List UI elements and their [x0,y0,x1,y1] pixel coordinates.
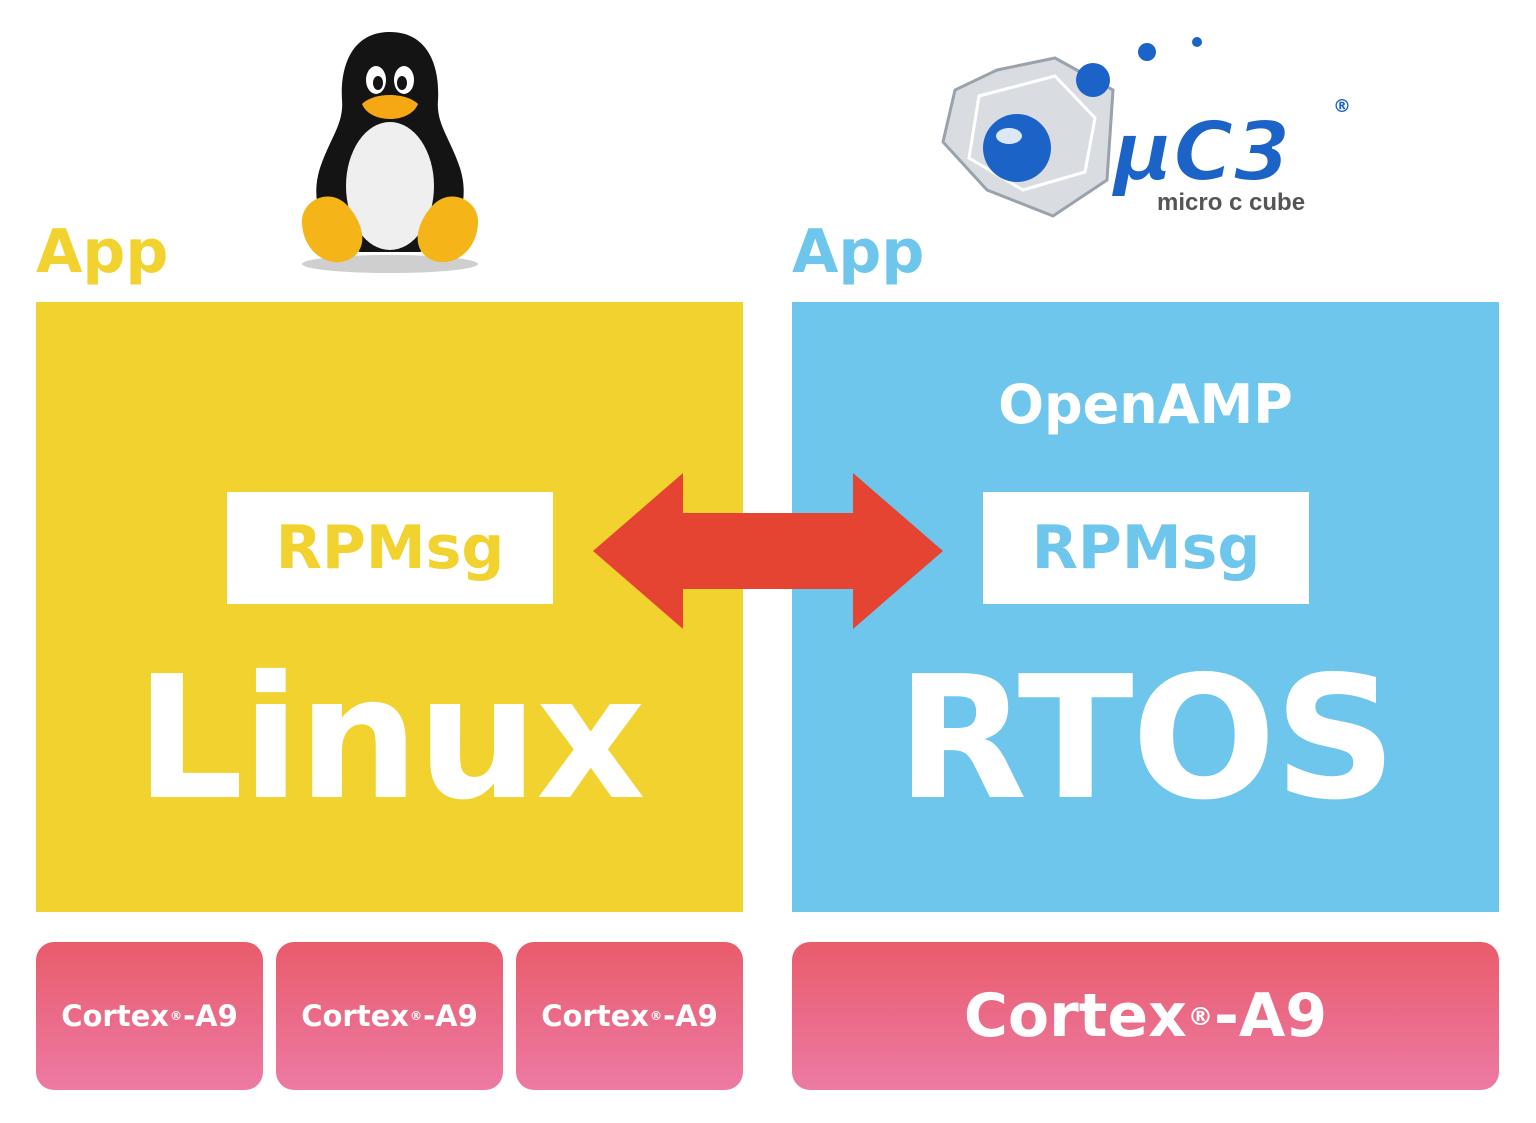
rtos-panel [792,302,1499,912]
rtos-rpmsg-label: RPMsg [1031,513,1261,583]
linux-os-label: Linux [135,640,645,838]
uc3-bubble [1192,37,1202,47]
core-suffix: -A9 [663,999,718,1033]
registered-mark: ® [409,1009,423,1023]
core-name: Cortex [301,999,409,1033]
tux-foot-left [301,196,363,263]
uc3-sphere [983,114,1051,182]
tux-belly [346,122,434,250]
tux-foot-right [417,196,479,263]
rtos-rpmsg-box: RPMsg [983,492,1309,604]
core-name: Cortex [541,999,649,1033]
double-arrow-icon [593,473,943,629]
linux-rpmsg-label: RPMsg [275,513,505,583]
linux-core-3: Cortex®-A9 [516,942,743,1090]
uc3-logo: μC3 ® micro c cube [941,37,1351,218]
rtos-core: Cortex®-A9 [792,942,1499,1090]
linux-rpmsg-box: RPMsg [227,492,553,604]
linux-core-2: Cortex®-A9 [276,942,503,1090]
uc3-tagline: micro c cube [1157,189,1305,216]
registered-mark: ® [169,1009,183,1023]
core-suffix: -A9 [1214,981,1328,1051]
linux-app-label: App [36,217,169,287]
linux-panel [36,302,743,912]
rtos-app-label: App [792,217,925,287]
tux-penguin-icon [301,32,479,273]
linux-core-1: Cortex®-A9 [36,942,263,1090]
core-suffix: -A9 [423,999,478,1033]
openamp-label: OpenAMP [998,373,1293,436]
tux-beak [362,95,418,119]
uc3-bubble [1076,63,1110,97]
uc3-mark: μC3 [1110,105,1291,200]
core-suffix: -A9 [183,999,238,1033]
registered-mark: ® [649,1009,663,1023]
core-name: Cortex [963,981,1187,1051]
uc3-bubble [1138,43,1156,61]
registered-mark: ® [1187,1001,1213,1031]
core-name: Cortex [61,999,169,1033]
rtos-os-label: RTOS [896,640,1396,838]
uc3-registered-mark: ® [1333,96,1351,117]
